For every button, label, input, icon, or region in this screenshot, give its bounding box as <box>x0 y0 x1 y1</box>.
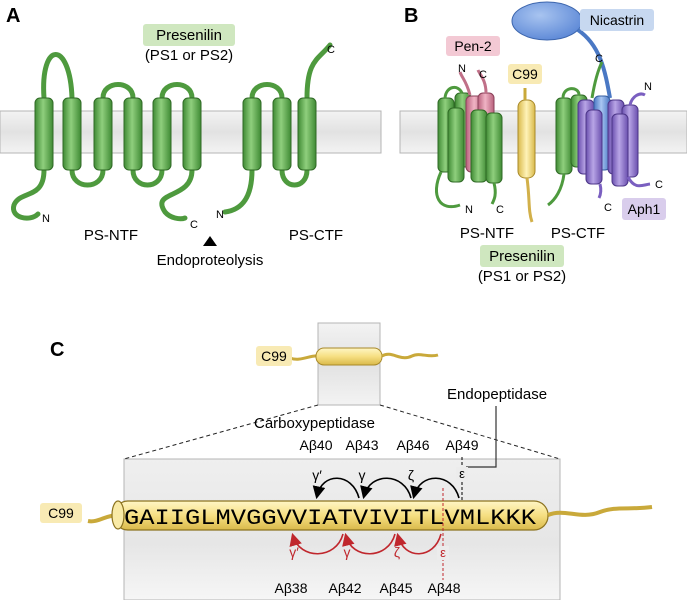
zoom-line-right <box>379 404 561 460</box>
presenilin-label-box-b <box>480 245 564 267</box>
red-pathway <box>289 532 442 555</box>
ntf-n-terminus: N <box>42 213 50 225</box>
nicastrin-globule <box>511 1 583 41</box>
aph1-c-terminus: C <box>655 179 663 191</box>
nicastrin-label-box <box>580 9 654 31</box>
nicastrin-stalk <box>576 28 612 99</box>
presenilin-subtitle: (PS1 or PS2) <box>145 47 233 64</box>
step-zeta-bottom: ζ <box>394 544 400 560</box>
cleavage-arrowhead-icon <box>203 236 217 246</box>
ntf-helices <box>34 97 202 171</box>
c99-label-box-b <box>508 64 542 84</box>
step-zeta-top: ζ <box>408 467 414 483</box>
ctf-aph1-cluster <box>547 61 651 207</box>
ctf-helices <box>242 97 317 171</box>
step-gamma-prime-bottom: γ′ <box>289 544 299 560</box>
step-gamma-prime-top: γ′ <box>312 467 322 483</box>
ntf-n-terminus-b: N <box>465 204 473 216</box>
ctf-n-terminus: N <box>216 209 224 221</box>
aph1-label-box <box>622 198 666 220</box>
mini-c99-tail-left <box>289 354 319 361</box>
product-abeta38: Aβ38 <box>275 580 308 596</box>
panel-c-letter: C <box>50 339 64 361</box>
ntf-c-terminus: C <box>190 219 198 231</box>
pen2-label-box <box>446 36 500 56</box>
presenilin-subtitle-b: (PS1 or PS2) <box>478 268 566 285</box>
product-abeta42: Aβ42 <box>329 580 362 596</box>
step-epsilon-top: ε <box>459 466 465 481</box>
c99-label-box-side <box>40 503 82 523</box>
product-abeta40: Aβ40 <box>300 437 333 453</box>
ps-ctf-label: PS-CTF <box>289 227 343 244</box>
mini-c99-helix <box>315 347 383 366</box>
c99-tail-right <box>547 505 653 517</box>
panel-b: B Nicastrin Pen-2 C99 <box>399 1 687 285</box>
presenilin-title: Presenilin <box>156 27 222 44</box>
aph1-label: Aph1 <box>628 201 661 217</box>
c99-label-top: C99 <box>261 348 287 364</box>
ntf-c-terminus-b: C <box>496 204 504 216</box>
step-epsilon-bottom: ε <box>440 545 446 560</box>
panel-b-letter: B <box>404 5 418 27</box>
endoproteolysis-label: Endoproteolysis <box>157 252 264 269</box>
presenilin-label-box <box>143 24 235 46</box>
presenilin-title-b: Presenilin <box>489 248 555 265</box>
ps-ntf-label: PS-NTF <box>84 227 138 244</box>
step-gamma-bottom: γ <box>344 544 351 560</box>
product-abeta49: Aβ49 <box>446 437 479 453</box>
c99-label-b: C99 <box>512 66 538 82</box>
ctf-c-terminus-b: C <box>595 53 603 65</box>
c99-sequence: GAIIGLMVGGVVIATVIVITLVMLKKK <box>124 506 537 531</box>
ctf-loops <box>222 42 333 215</box>
nicastrin-c-terminus: C <box>604 202 612 214</box>
ctf-c-terminus: C <box>327 44 335 56</box>
panel-a: A Presenilin (PS1 or PS2) <box>0 5 382 269</box>
pen2-n-terminus: N <box>458 63 466 75</box>
endopeptidase-label: Endopeptidase <box>447 386 547 403</box>
aph1-n-terminus: N <box>644 81 652 93</box>
c99-helix-b <box>517 88 536 223</box>
ps-ctf-label-b: PS-CTF <box>551 225 605 242</box>
zoom-line-left <box>123 404 319 460</box>
ntf-cluster <box>435 69 503 209</box>
step-gamma-top: γ <box>359 467 366 483</box>
c99-label-side: C99 <box>48 505 74 521</box>
product-abeta45: Aβ45 <box>380 580 413 596</box>
pen2-c-terminus: C <box>479 69 487 81</box>
product-abeta43: Aβ43 <box>346 437 379 453</box>
mini-c99-tail-right <box>381 352 439 360</box>
epsilon-top-bg <box>456 467 468 481</box>
ntf-loops <box>11 52 195 222</box>
c99-label-box-top <box>256 346 292 366</box>
panel-c: C C99 Endopeptidase Carboxypeptidase Aβ4… <box>40 322 653 600</box>
product-abeta48: Aβ48 <box>428 580 461 596</box>
carboxypeptidase-label: Carboxypeptidase <box>254 415 375 432</box>
endopeptidase-leader-line <box>466 406 497 468</box>
black-pathway <box>312 477 460 500</box>
product-abeta46: Aβ46 <box>397 437 430 453</box>
nicastrin-label: Nicastrin <box>590 12 644 28</box>
ps-ntf-label-b: PS-NTF <box>460 225 514 242</box>
epsilon-bottom-bg <box>437 546 449 560</box>
pen2-label: Pen-2 <box>454 38 492 54</box>
c99-helix-cap <box>111 500 125 530</box>
panel-a-letter: A <box>6 5 20 27</box>
